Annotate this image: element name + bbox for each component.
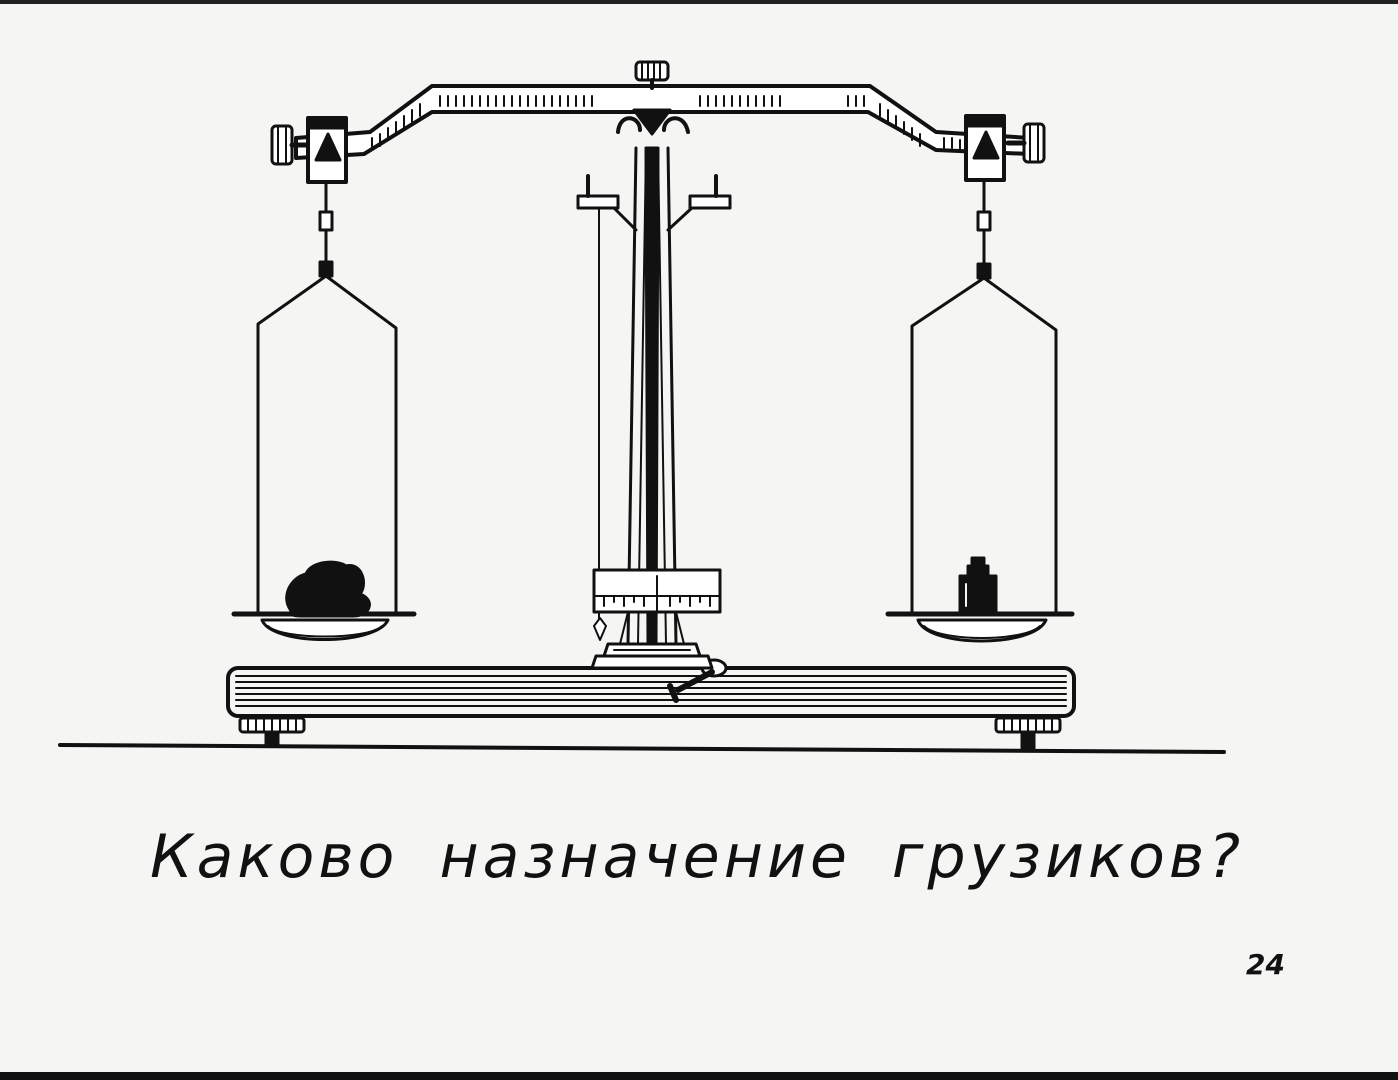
ground-line — [58, 743, 1226, 754]
right-adjust-screw — [1005, 122, 1046, 164]
left-stirrup — [306, 116, 348, 278]
column-base — [590, 642, 714, 670]
right-pan — [885, 611, 1075, 643]
film-edge-bottom — [0, 1072, 1398, 1080]
right-pan-weight — [958, 556, 998, 614]
arrest-arms — [576, 174, 732, 232]
slide-question: Каково назначение грузиков? — [150, 822, 1245, 892]
left-pan — [231, 611, 417, 641]
left-pan-hanger — [256, 274, 398, 614]
column — [598, 146, 685, 646]
film-edge-top — [0, 0, 1398, 4]
right-pan-hanger — [910, 276, 1058, 614]
base-board — [226, 666, 1076, 718]
left-adjust-screw — [270, 124, 313, 166]
balance-beam — [294, 60, 1032, 160]
pointer-scale — [592, 568, 722, 641]
frame-number: 24 — [1246, 948, 1285, 981]
arrest-handle — [667, 658, 728, 703]
right-foot — [994, 716, 1062, 750]
right-stirrup — [964, 114, 1006, 280]
left-pan-load — [285, 560, 371, 618]
left-foot — [238, 716, 306, 748]
